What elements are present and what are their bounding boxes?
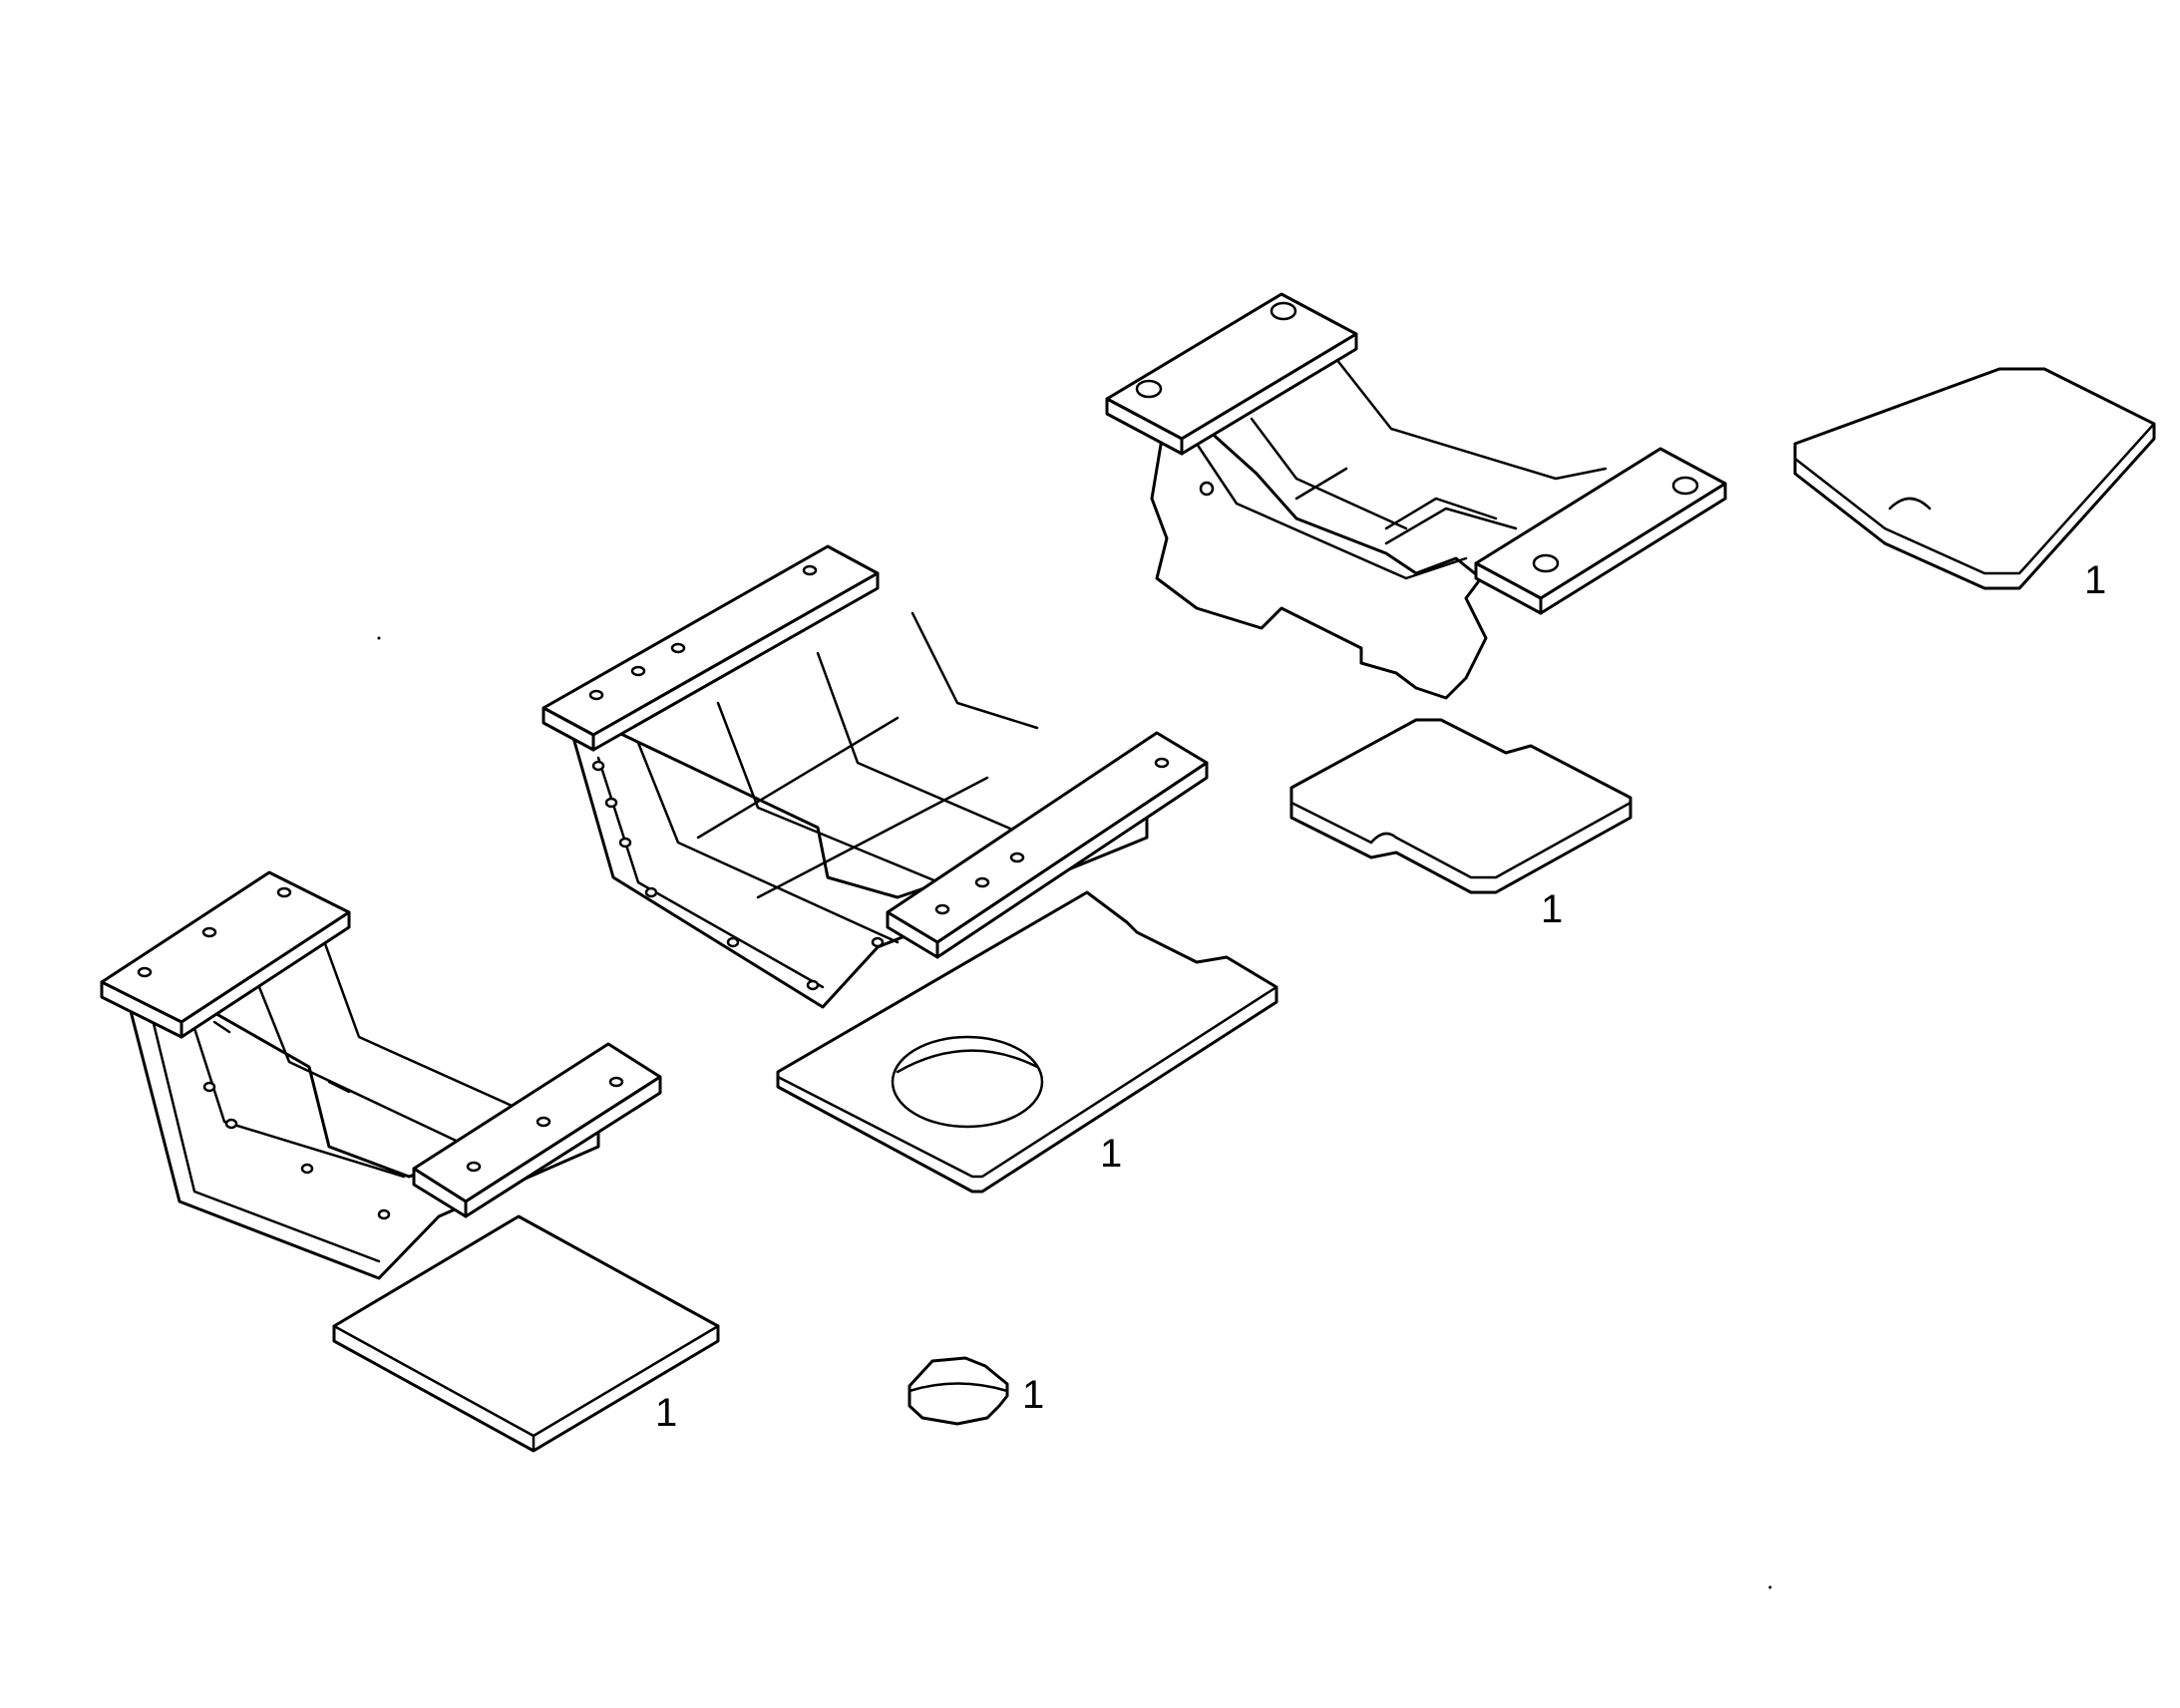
callout-plate-large-right: 1: [2084, 558, 2106, 602]
plate-notched-mid: [1289, 718, 1633, 894]
callout-plate-with-hole: 1: [1100, 1132, 1122, 1176]
bracket-upper-right: [1105, 292, 1727, 700]
plate-with-hole: [776, 890, 1278, 1194]
stray-dot: [1768, 1585, 1772, 1589]
bracket-center: [542, 544, 1209, 1009]
callout-plate-notched-mid: 1: [1541, 887, 1563, 931]
small-washer: [908, 1356, 1009, 1426]
plate-square: [332, 1214, 720, 1453]
plate-large-right: [1793, 367, 2156, 590]
stray-dot: [377, 636, 381, 640]
bracket-left: [100, 870, 662, 1280]
callout-small-washer: 1: [1022, 1373, 1044, 1417]
callout-plate-square: 1: [655, 1391, 677, 1435]
